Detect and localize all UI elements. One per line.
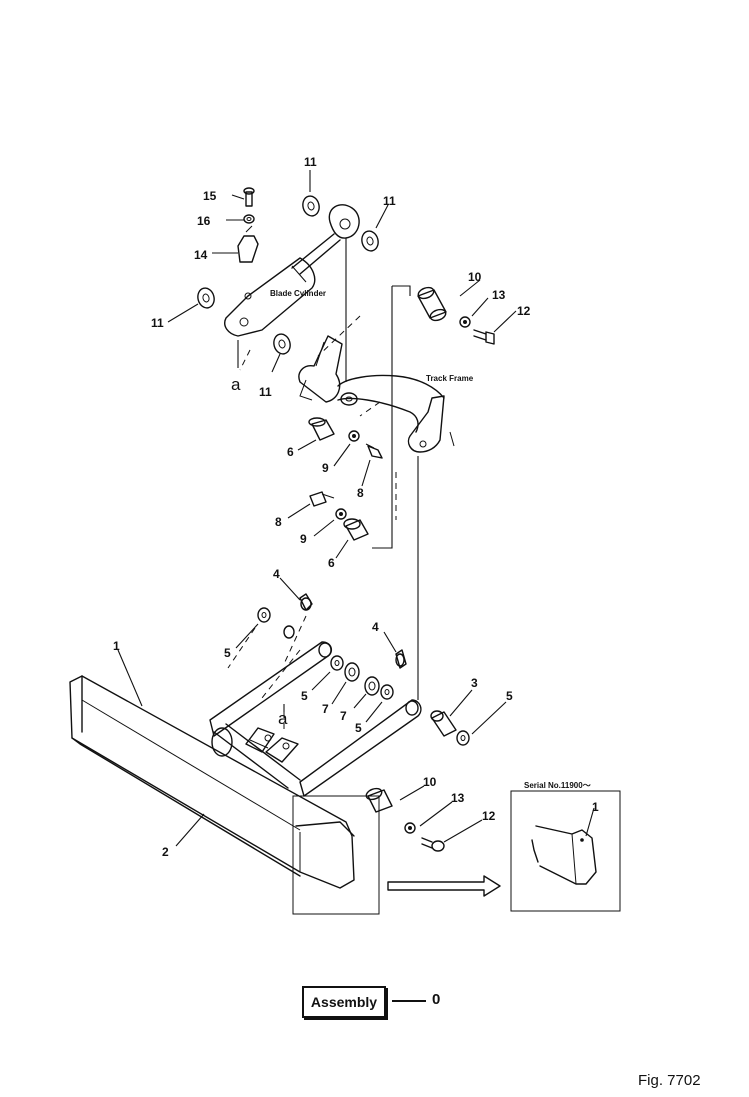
assembly-centerlines bbox=[227, 238, 419, 734]
blade-cylinder-label: Blade Cylinder bbox=[270, 289, 326, 298]
assembly-number: 0 bbox=[432, 991, 441, 1008]
leader-lines bbox=[117, 170, 595, 847]
track-frame-label: Track Frame bbox=[426, 374, 474, 383]
label-1-blade: 1 bbox=[113, 639, 120, 653]
label-6-lower: 6 bbox=[328, 556, 335, 570]
label-15: 15 bbox=[203, 189, 217, 203]
label-10-top: 10 bbox=[468, 270, 482, 284]
label-5-midright: 5 bbox=[355, 721, 362, 735]
label-1-inset: 1 bbox=[592, 800, 599, 814]
washer-11-group bbox=[197, 195, 379, 355]
label-11-lower: 11 bbox=[259, 385, 272, 399]
detail-arrow bbox=[387, 875, 501, 897]
label-13-top: 13 bbox=[492, 288, 506, 302]
bushings bbox=[257, 607, 470, 746]
label-4-upper: 4 bbox=[273, 567, 280, 581]
connection-a-frame: a bbox=[278, 709, 288, 728]
label-8-lower: 8 bbox=[275, 515, 282, 529]
blade-frame bbox=[209, 641, 422, 797]
label-9-upper: 9 bbox=[322, 461, 329, 475]
label-7-a: 7 bbox=[322, 702, 329, 716]
label-11-left: 11 bbox=[151, 316, 164, 330]
label-5-left: 5 bbox=[224, 646, 231, 660]
blade-cylinder: Blade Cylinder bbox=[224, 204, 360, 337]
label-11-top: 11 bbox=[304, 155, 317, 169]
assembly-leader-line bbox=[392, 1000, 426, 1002]
label-2: 2 bbox=[162, 845, 169, 859]
label-14: 14 bbox=[194, 248, 208, 262]
label-11-right: 11 bbox=[383, 194, 396, 208]
label-5-right: 5 bbox=[506, 689, 513, 703]
figure-number: Fig. 7702 bbox=[638, 1072, 701, 1089]
grease-fitting-4 bbox=[299, 593, 407, 669]
pin-6-upper bbox=[308, 417, 383, 459]
assembly-label: Assembly bbox=[310, 994, 378, 1010]
grease-fitting-group bbox=[237, 187, 259, 263]
label-10-bottom: 10 bbox=[423, 775, 437, 789]
connection-a-cylinder: a bbox=[231, 375, 241, 394]
label-13-bottom: 13 bbox=[451, 791, 465, 805]
blade-end-detail-frame bbox=[292, 795, 380, 915]
serial-number-label: Serial No.11900～ bbox=[524, 781, 591, 790]
label-12-top: 12 bbox=[517, 304, 531, 318]
label-6-upper: 6 bbox=[287, 445, 294, 459]
pin-10-upper bbox=[417, 286, 495, 345]
dozer-blade bbox=[69, 675, 355, 889]
assembly-box: Assembly bbox=[302, 986, 386, 1018]
part-labels: 11 11 11 11 15 16 14 10 13 12 6 9 8 8 9 … bbox=[113, 155, 599, 859]
label-7-b: 7 bbox=[340, 709, 347, 723]
label-5-mid: 5 bbox=[301, 689, 308, 703]
pin-10-lower bbox=[365, 787, 445, 852]
label-8-upper: 8 bbox=[357, 486, 364, 500]
label-12-bottom: 12 bbox=[482, 809, 496, 823]
track-frame-bracket: Track Frame bbox=[298, 335, 474, 453]
label-9-lower: 9 bbox=[300, 532, 307, 546]
pin-6-lower bbox=[309, 491, 369, 541]
serial-inset: Serial No.11900～ bbox=[510, 781, 621, 912]
label-4-right: 4 bbox=[372, 620, 379, 634]
label-16: 16 bbox=[197, 214, 211, 228]
label-3: 3 bbox=[471, 676, 478, 690]
